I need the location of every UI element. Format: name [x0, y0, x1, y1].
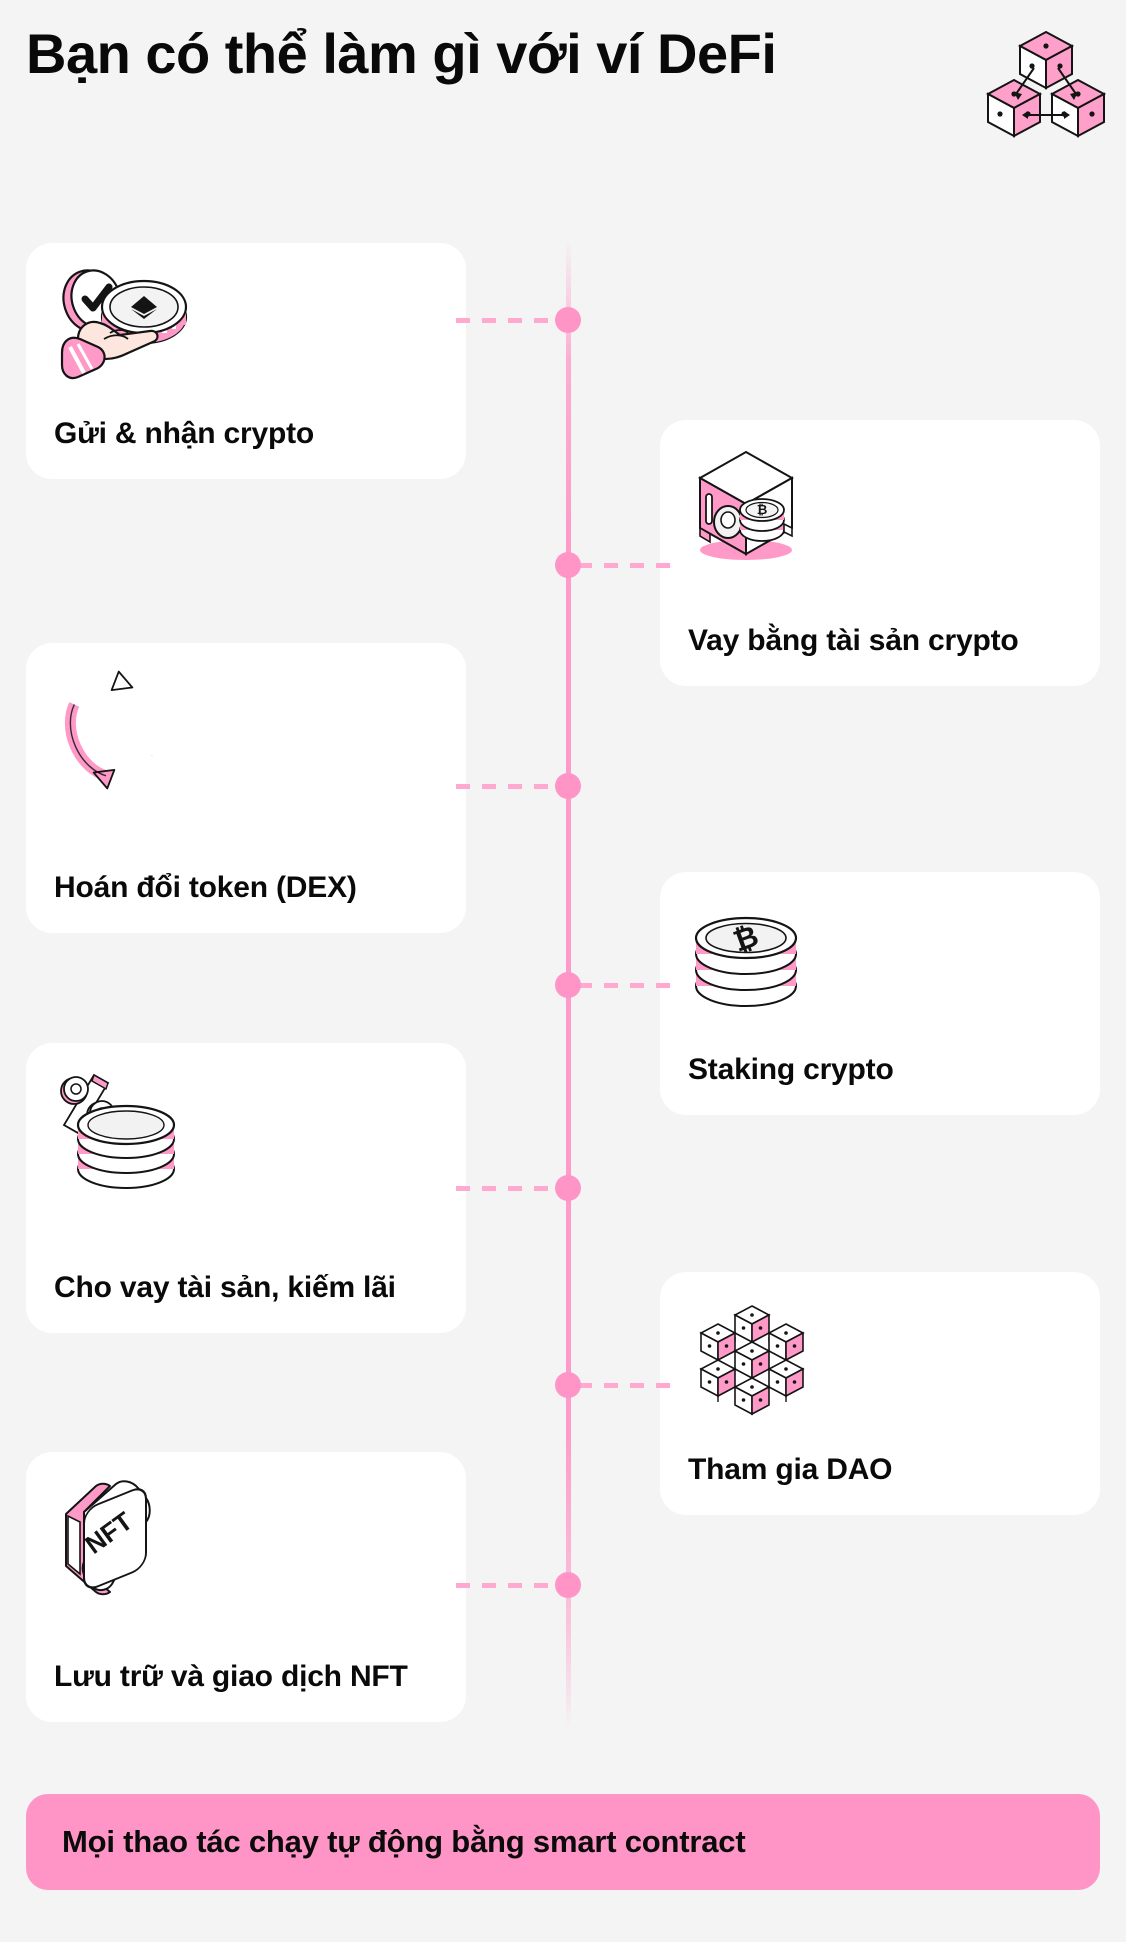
cube-grid-icon: [688, 1298, 1072, 1418]
card-label: Cho vay tài sản, kiếm lãi: [54, 1271, 396, 1305]
card-label: Tham gia DAO: [688, 1453, 893, 1487]
card-label: Lưu trữ và giao dịch NFT: [54, 1660, 408, 1694]
timeline-node[interactable]: [555, 972, 581, 998]
svg-text:₿: ₿: [757, 502, 768, 517]
card-staking-crypto[interactable]: ₿ Staking crypto: [660, 872, 1100, 1115]
nft-card-icon: NFT: [54, 1478, 438, 1598]
card-label: Vay bằng tài sản crypto: [688, 624, 1019, 658]
timeline-node[interactable]: [555, 773, 581, 799]
footer-text: Mọi thao tác chạy tự động bằng smart con…: [62, 1824, 746, 1859]
coin-stack-bitcoin-icon: ₿: [688, 898, 1072, 1018]
card-label: Gửi & nhận crypto: [54, 417, 315, 451]
hand-holding-coin-icon: [54, 269, 438, 389]
percent-coins-icon: [54, 1069, 438, 1189]
timeline-connector: [578, 983, 670, 988]
safe-vault-coins-icon: ₿: [688, 446, 1072, 566]
timeline-connector: [578, 563, 670, 568]
timeline-connector: [456, 784, 550, 789]
blockchain-cubes-icon: [985, 28, 1107, 140]
card-borrow-against-crypto[interactable]: ₿ Vay bằng tài sản crypto: [660, 420, 1100, 686]
page-title: Bạn có thể làm gì với ví DeFi: [26, 22, 777, 85]
timeline-node[interactable]: [555, 1572, 581, 1598]
timeline-connector: [456, 1583, 550, 1588]
card-join-dao[interactable]: Tham gia DAO: [660, 1272, 1100, 1515]
card-lend-assets-earn-interest[interactable]: Cho vay tài sản, kiếm lãi: [26, 1043, 466, 1333]
card-store-trade-nft[interactable]: NFT Lưu trữ và giao dịch NFT: [26, 1452, 466, 1722]
timeline-connector: [578, 1383, 670, 1388]
header: Bạn có thể làm gì với ví DeFi: [26, 22, 1107, 140]
timeline-connector: [456, 1186, 550, 1191]
swap-arrows-icon: [54, 669, 438, 790]
footer-banner: Mọi thao tác chạy tự động bằng smart con…: [26, 1794, 1100, 1890]
card-label: Staking crypto: [688, 1053, 894, 1087]
timeline-node[interactable]: [555, 307, 581, 333]
card-swap-token-dex[interactable]: Hoán đổi token (DEX): [26, 643, 466, 933]
timeline-node[interactable]: [555, 552, 581, 578]
card-label: Hoán đổi token (DEX): [54, 871, 357, 905]
timeline-node[interactable]: [555, 1372, 581, 1398]
card-send-receive-crypto[interactable]: Gửi & nhận crypto: [26, 243, 466, 479]
timeline-connector: [456, 318, 550, 323]
timeline-node[interactable]: [555, 1175, 581, 1201]
